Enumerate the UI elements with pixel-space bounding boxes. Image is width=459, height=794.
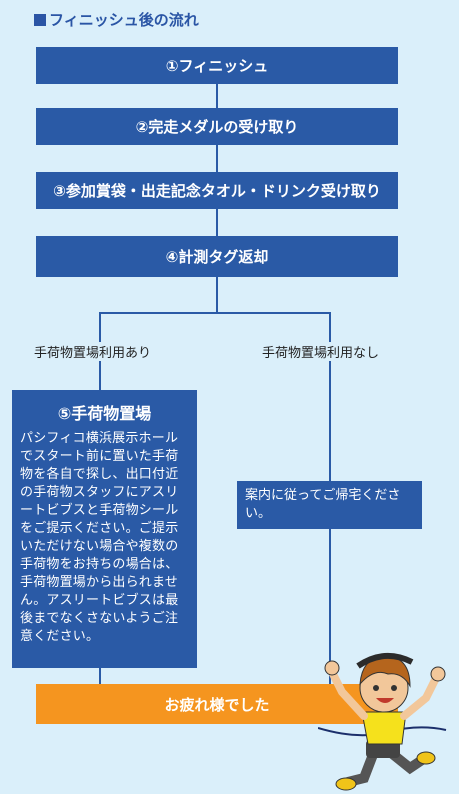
go-home-box: 案内に従ってご帰宅ください。 [237,481,422,529]
connector-line [329,528,331,685]
connector-line [99,667,101,685]
branch-right-line [329,312,331,482]
step-medal: ②完走メダルの受け取り [36,108,398,145]
section-title-text: フィニッシュ後の流れ [49,11,199,29]
connector-line [216,209,218,236]
step-label: ①フィニッシュ [165,57,269,75]
baggage-area-description: パシフィコ横浜展示ホールでスタート前に置いた手荷物を各自で探し、出口付近の手荷物… [20,431,179,644]
step-gift-bag: ③参加賞袋・出走記念タオル・ドリンク受け取り [36,172,398,209]
final-message-text: お疲れ様でした [164,695,270,714]
connector-line [216,84,218,108]
connector-line [216,145,218,172]
baggage-area-box: ⑤手荷物置場 パシフィコ横浜展示ホールでスタート前に置いた手荷物を各自で探し、出… [12,390,197,668]
step-timing-tag-return: ④計測タグ返却 [36,236,398,277]
branch-label-without-locker: 手荷物置場利用なし [260,342,382,361]
square-bullet-icon [34,13,46,26]
connector-line [216,277,218,313]
branch-line [99,312,331,314]
go-home-text: 案内に従ってご帰宅ください。 [245,488,401,521]
step-label: ③参加賞袋・出走記念タオル・ドリンク受け取り [53,182,381,200]
step-label: ②完走メダルの受け取り [135,118,299,136]
runner-mascot-icon [318,653,447,791]
section-title: フィニッシュ後の流れ [34,9,199,30]
step-label: ④計測タグ返却 [165,248,269,266]
final-message-bar: お疲れ様でした [36,684,398,724]
baggage-area-heading: ⑤手荷物置場 [57,404,152,423]
step-finish: ①フィニッシュ [36,47,398,84]
branch-label-with-locker: 手荷物置場利用あり [32,342,154,361]
